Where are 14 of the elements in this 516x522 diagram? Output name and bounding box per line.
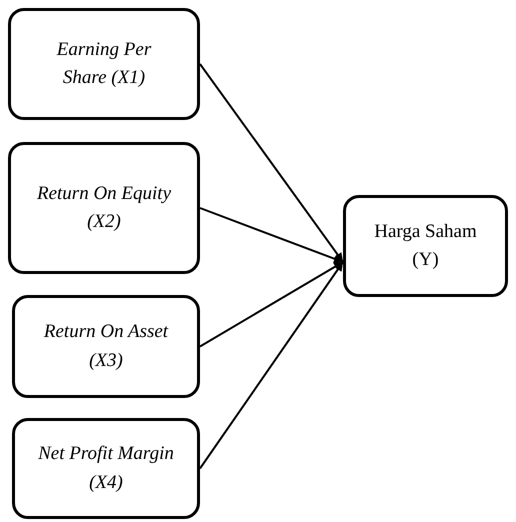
node-label: Harga Saham (Y)	[373, 220, 478, 272]
process-box	[8, 8, 200, 120]
process-box	[12, 418, 200, 519]
arrow	[200, 261, 344, 348]
node-label: Return On Asset (X3)	[42, 320, 170, 372]
arrow	[200, 207, 344, 264]
arrow	[199, 261, 344, 470]
node-label: Earning Per Share (X1)	[56, 38, 152, 90]
process-box	[12, 295, 200, 398]
process-box	[343, 195, 508, 297]
arrow	[199, 63, 344, 263]
node-label: Net Profit Margin (X4)	[37, 442, 175, 494]
node-label: Return On Equity (X2)	[36, 182, 172, 234]
process-box	[8, 142, 200, 274]
